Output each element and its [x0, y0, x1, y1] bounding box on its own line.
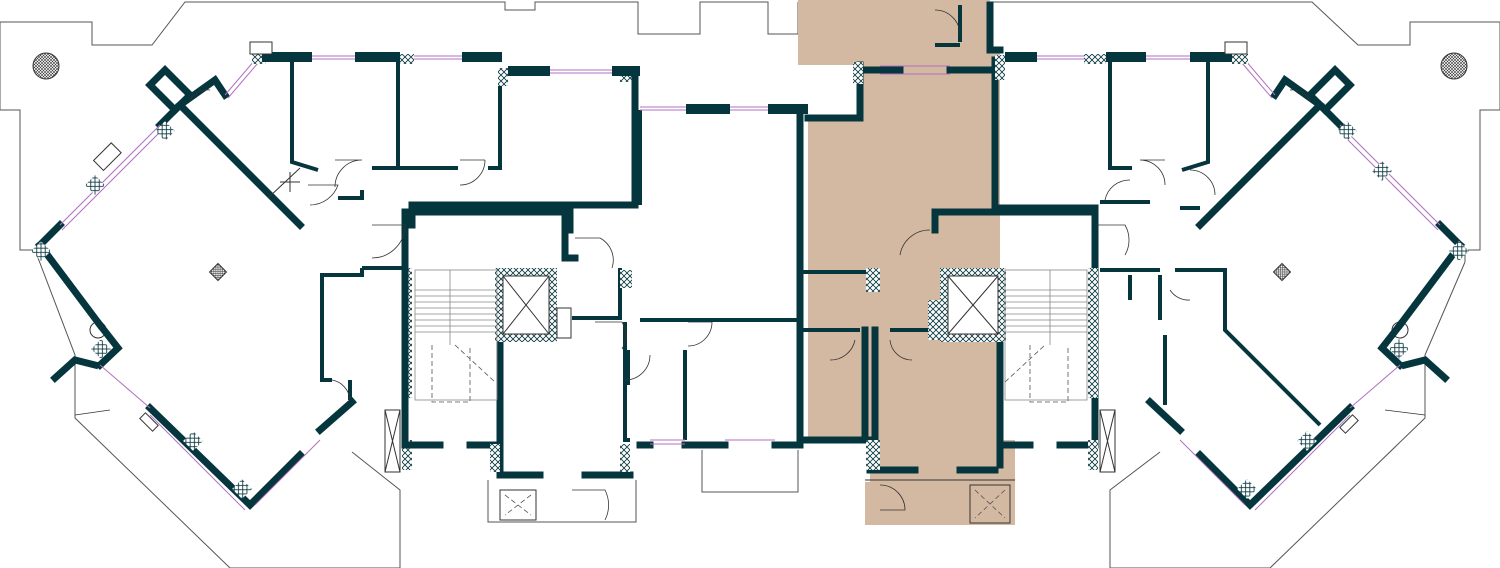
right-wing: [928, 41, 1469, 511]
column-markers: [32, 52, 1468, 339]
highlighted-apartment: [798, 0, 1015, 525]
center-core: [640, 1, 1015, 524]
left-wing: [31, 41, 804, 521]
